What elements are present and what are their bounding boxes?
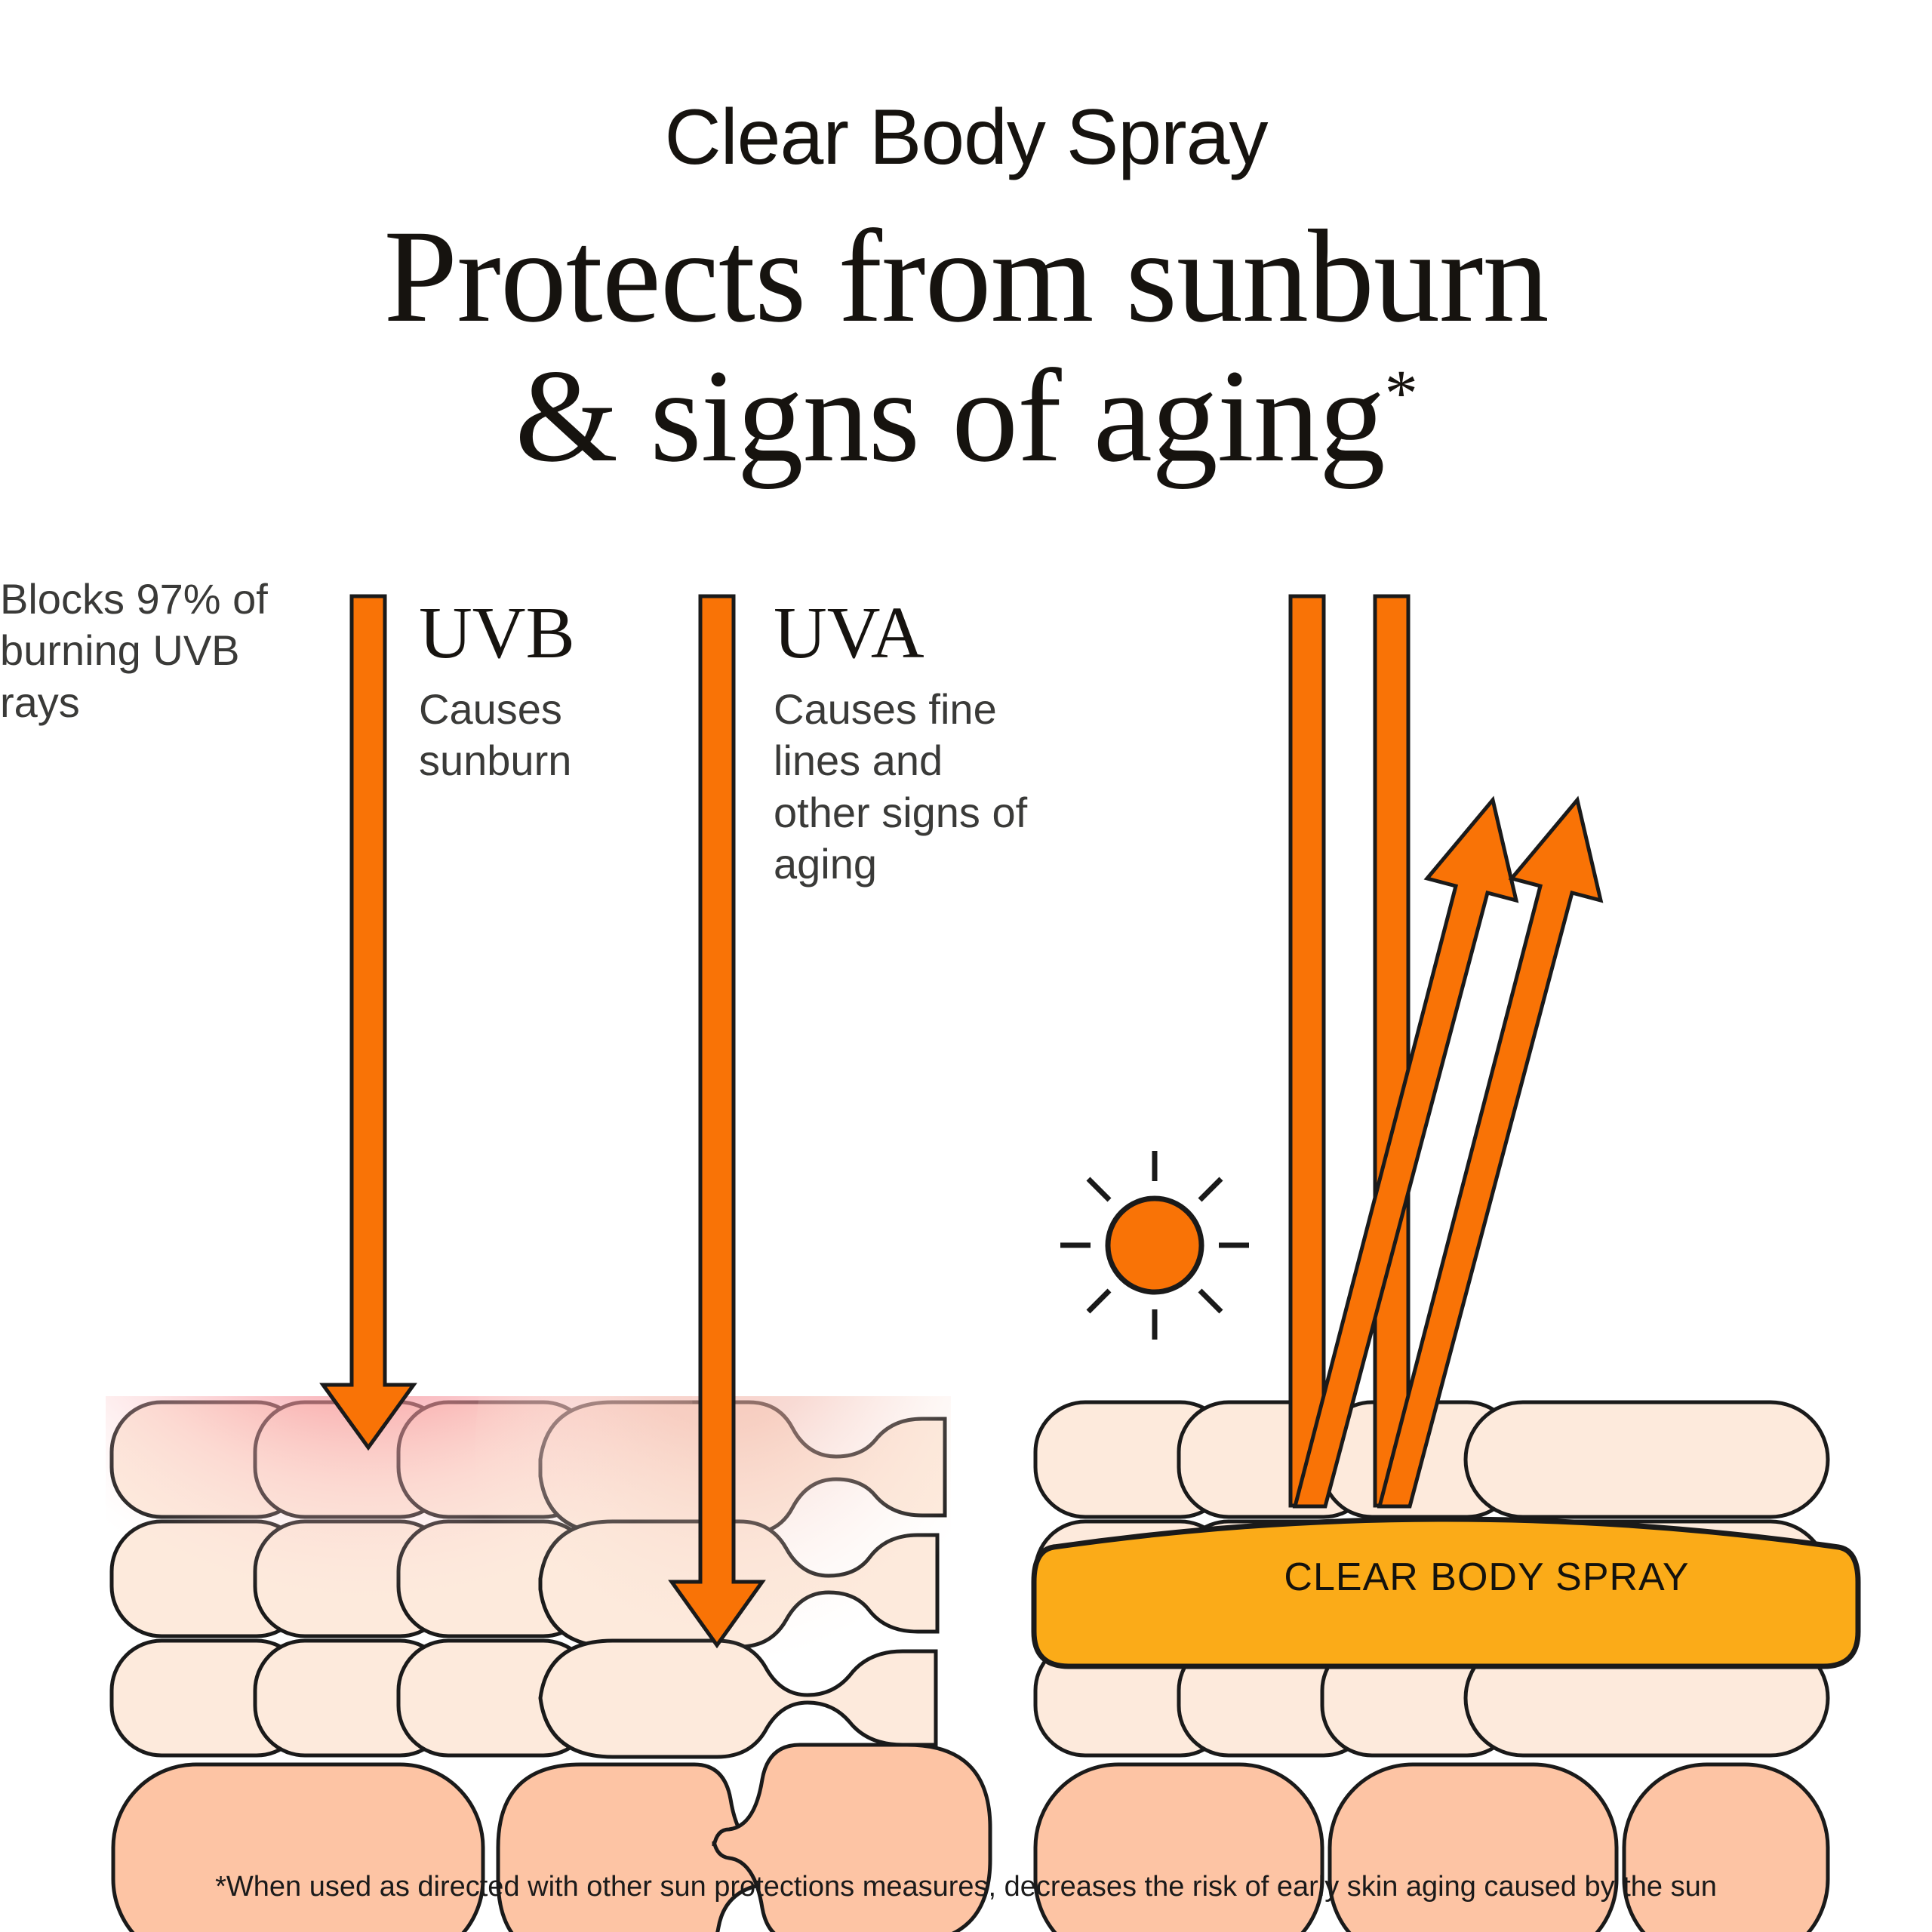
- diagram-stage: UVB Causes sunburn UVA Causes fine lines…: [0, 574, 1932, 1932]
- uvb-label: UVB Causes sunburn: [419, 596, 668, 787]
- headline-line-2-text: & signs of aging: [515, 342, 1385, 490]
- incoming-uvb-ray-2: [1373, 594, 1411, 1508]
- reflected-uvb-arrow-2: [1377, 795, 1604, 1509]
- skin-cell: [1463, 1400, 1830, 1519]
- footnote-disclaimer: *When used as directed with other sun pr…: [215, 1871, 1717, 1903]
- skin-cell-deep: [111, 1762, 485, 1932]
- skin-cell-deep-notched: [712, 1743, 992, 1932]
- skin-cell-deep: [1327, 1762, 1619, 1932]
- skin-layer-row: [1033, 1762, 1830, 1932]
- uva-label: UVA Causes fine lines and other signs of…: [774, 596, 1030, 890]
- skin-cross-section-svg: [106, 594, 1861, 1932]
- spray-band: [1031, 1516, 1861, 1669]
- skin-layer-row: [1033, 1638, 1830, 1758]
- skin-cell-deep: [1033, 1762, 1324, 1932]
- spray-band-label: CLEAR BODY SPRAY: [1284, 1555, 1690, 1599]
- headline-asterisk: *: [1384, 357, 1418, 431]
- sun-icon: [1060, 1151, 1249, 1340]
- incoming-uvb-ray-1: [1288, 594, 1326, 1508]
- uvb-description: Causes sunburn: [419, 685, 572, 785]
- uva-description: Causes fine lines and other signs of agi…: [774, 685, 1028, 888]
- headline-line-1: Protects from sunburn: [383, 203, 1549, 350]
- skin-layer-row: [1033, 1400, 1830, 1519]
- headline-line-2: & signs of aging*: [0, 346, 1932, 487]
- unprotected-skin-diagram: [106, 1396, 992, 1932]
- uvb-ray: [319, 594, 417, 1451]
- product-eyebrow: Clear Body Spray: [664, 94, 1268, 181]
- skin-cell-deep: [1622, 1762, 1830, 1932]
- page-title: Protects from sunburn & signs of aging*: [0, 207, 1932, 487]
- uva-title: UVA: [774, 592, 924, 674]
- uvb-title: UVB: [419, 592, 575, 674]
- blocks-callout: Blocks 97% of burning UVB rays: [0, 575, 268, 726]
- skin-layer-row: [111, 1743, 992, 1932]
- uva-ray: [668, 594, 766, 1649]
- reflected-uvb-arrow-1: [1292, 795, 1519, 1509]
